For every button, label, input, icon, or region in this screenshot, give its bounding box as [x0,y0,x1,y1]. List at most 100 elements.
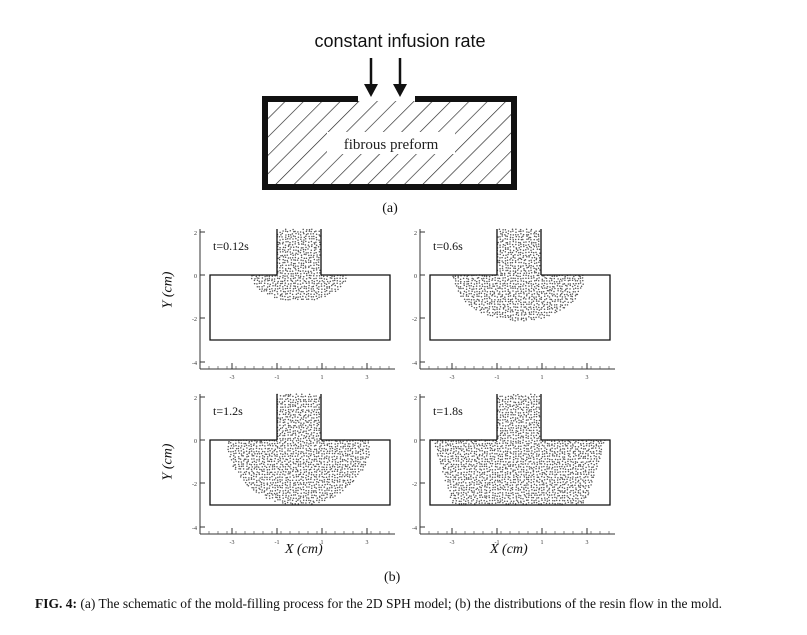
resin-particle [549,452,551,455]
resin-particle [284,474,286,476]
resin-particle [571,471,574,473]
resin-particle [316,409,318,411]
resin-particle [268,447,270,450]
resin-particle [514,303,517,306]
resin-particle [508,427,510,430]
resin-particle [517,317,519,319]
resin-particle [499,491,501,494]
resin-particle [564,470,567,473]
resin-particle [333,452,336,455]
resin-particle [484,443,487,445]
mold-outline [209,394,391,506]
resin-particle [511,488,514,491]
resin-particle [504,442,507,444]
resin-particle [487,314,489,316]
resin-particle [341,450,343,453]
resin-particle [266,483,269,486]
resin-particle [457,494,460,496]
resin-particle [292,228,294,231]
resin-particle [436,453,439,455]
resin-particle [242,468,245,470]
resin-particle [460,471,463,474]
resin-particle [528,465,531,468]
resin-particle [299,398,302,401]
resin-particle [252,487,255,489]
resin-particle [300,243,303,245]
resin-particle [486,458,489,461]
resin-particle [437,454,439,457]
resin-particle [511,298,514,300]
resin-particle [518,419,520,421]
resin-particle [289,473,291,475]
resin-particle [304,248,307,251]
resin-particle [293,482,295,484]
resin-particle [483,473,486,475]
resin-particle [523,413,525,416]
resin-particle [551,293,553,295]
resin-particle [452,275,454,278]
resin-particle [290,264,292,266]
resin-particle [584,462,587,465]
resin-particle [563,448,566,450]
resin-particle [491,287,493,289]
resin-particle [330,494,333,497]
resin-particle [234,464,237,466]
resin-particle [546,490,549,492]
resin-particle [537,476,540,479]
resin-particle [247,455,250,457]
resin-particle [520,500,522,502]
resin-particle [305,257,308,260]
resin-particle [310,288,313,290]
resin-particle [514,287,517,289]
resin-particle [511,319,514,321]
resin-particle [253,484,256,486]
resin-particle [458,482,460,484]
resin-particle [307,489,310,492]
resin-particle [297,465,300,467]
resin-particle [281,293,283,295]
resin-particle [522,400,524,403]
resin-particle [471,491,474,493]
resin-particle [332,496,334,499]
resin-particle [533,411,536,413]
resin-particle [519,416,522,418]
resin-particle [501,398,504,401]
resin-particle [310,249,313,252]
resin-particle [352,443,354,445]
resin-particle [284,502,287,505]
resin-particle [307,475,310,478]
resin-particle [486,311,488,313]
resin-particle [282,490,284,492]
resin-particle [551,471,553,473]
resin-particle [520,401,523,403]
resin-particle [315,248,317,250]
resin-particle [291,419,294,422]
resin-particle [440,450,442,452]
x-tick-label: -3 [230,540,235,546]
resin-particle [278,241,281,244]
resin-particle [476,492,479,494]
resin-particle [306,439,308,442]
resin-particle [536,437,538,440]
resin-particle [515,455,517,457]
resin-particle [313,484,316,486]
resin-particle [545,277,548,280]
resin-particle [326,487,329,490]
resin-particle [318,460,321,463]
resin-particle [600,440,602,442]
resin-particle [509,494,511,497]
resin-particle [465,474,468,476]
resin-particle [315,406,317,408]
resin-particle [307,289,310,292]
resin-particle [548,499,551,502]
resin-particle [282,256,285,258]
resin-particle [575,500,577,502]
resin-particle [271,452,273,455]
resin-particle [280,463,282,466]
resin-particle [491,449,494,452]
resin-particle [549,480,551,483]
resin-particle [531,295,533,297]
resin-particle [315,251,317,254]
resin-particle [279,398,281,400]
resin-particle [550,304,553,306]
